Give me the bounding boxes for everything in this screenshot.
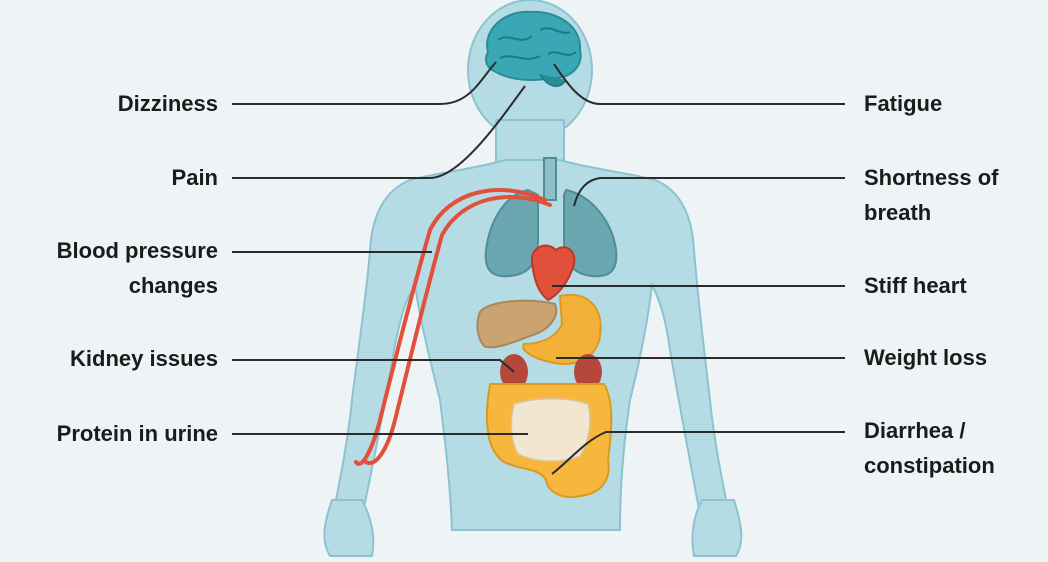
- leader-fatigue: [554, 64, 845, 104]
- label-heart: Stiff heart: [864, 268, 967, 303]
- label-dizziness: Dizziness: [118, 86, 218, 121]
- label-pain: Pain: [172, 160, 218, 195]
- brain: [486, 12, 581, 86]
- label-breath: Shortness of breath: [864, 160, 998, 230]
- label-blood-pressure: Blood pressure changes: [57, 233, 218, 303]
- label-protein: Protein in urine: [57, 416, 218, 451]
- body-silhouette: [324, 0, 741, 556]
- label-weight: Weight loss: [864, 340, 987, 375]
- right-hand: [692, 500, 741, 556]
- label-kidney: Kidney issues: [70, 341, 218, 376]
- label-bowel: Diarrhea / constipation: [864, 413, 995, 483]
- left-hand: [324, 500, 373, 556]
- label-fatigue: Fatigue: [864, 86, 942, 121]
- leader-dizziness: [232, 62, 496, 104]
